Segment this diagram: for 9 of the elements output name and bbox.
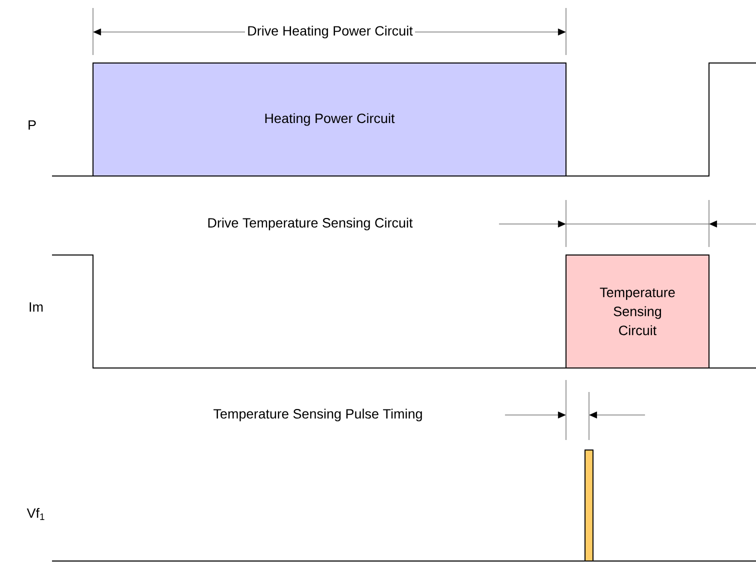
dimension-label: Temperature Sensing Pulse Timing (214, 408, 422, 422)
heating-pulse-box: Heating Power Circuit (92, 62, 566, 176)
sensing-pulse-bar (584, 450, 594, 562)
dimension-label: Drive Heating Power Circuit (248, 26, 413, 38)
signal-label: Vf$_{1}$ (26, 508, 44, 520)
signal-label: Im (30, 302, 43, 312)
sensing-pulse-box: Temperature Sensing Circuit (566, 254, 710, 368)
dimension-label: Drive Temperature Sensing Circuit (208, 218, 413, 230)
signal-label: P (28, 120, 36, 130)
